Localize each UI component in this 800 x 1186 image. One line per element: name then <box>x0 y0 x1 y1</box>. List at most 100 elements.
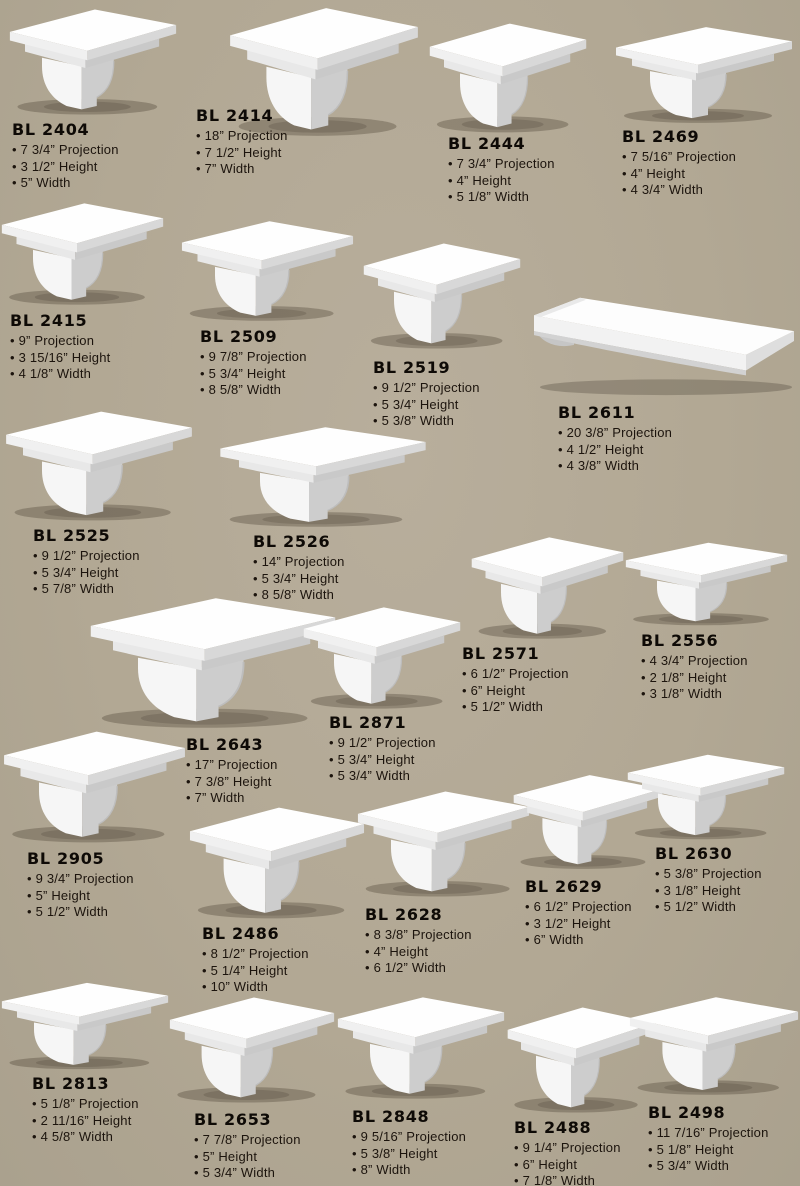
spec-line: 8 3/8” Projection <box>365 927 550 944</box>
spec-line: 5 3/4” Height <box>200 366 385 383</box>
product-specs: 7 5/16” Projection4” Height4 3/4” Width <box>622 149 800 199</box>
product-label: BL 26296 1/2” Projection3 1/2” Height6” … <box>525 877 710 949</box>
product-specs: 9 1/2” Projection5 3/4” Height5 7/8” Wid… <box>33 548 218 598</box>
spec-line: 6 1/2” Projection <box>525 899 710 916</box>
spec-line: 5 3/4” Height <box>329 752 514 769</box>
corbel-render-bl-2469 <box>614 24 794 126</box>
product-code: BL 2628 <box>365 905 443 924</box>
product-label: BL 28719 1/2” Projection5 3/4” Height5 3… <box>329 713 514 785</box>
spec-line: 7 3/4” Projection <box>448 156 633 173</box>
spec-line: 5 3/4” Height <box>33 565 218 582</box>
spec-line: 5 1/4” Height <box>202 963 387 980</box>
product-specs: 9 3/4” Projection5” Height5 1/2” Width <box>27 871 212 921</box>
spec-line: 5 3/4” Width <box>194 1165 379 1182</box>
product-code: BL 2653 <box>194 1110 272 1129</box>
corbel-render-bl-2630 <box>626 752 786 842</box>
product-code: BL 2525 <box>33 526 111 545</box>
product-code: BL 2526 <box>253 532 331 551</box>
spec-line: 5” Height <box>27 888 212 905</box>
product-label: BL 2469 7 5/16” Projection4” Height4 3/4”… <box>622 127 800 199</box>
spec-line: 9” Projection <box>10 333 195 350</box>
spec-line: 9 7/8” Projection <box>200 349 385 366</box>
product-specs: 9 1/2” Projection5 3/4” Height5 3/4” Wid… <box>329 735 514 785</box>
product-code: BL 2444 <box>448 134 526 153</box>
product-code: BL 2643 <box>186 735 264 754</box>
corbel-render-bl-2519 <box>362 240 522 352</box>
product-label: BL 241418” Projection7 1/2” Height7” Wid… <box>196 106 381 178</box>
spec-line: 7 3/8” Height <box>186 774 371 791</box>
spec-line: 5 3/4” Width <box>329 768 514 785</box>
corbel-render-bl-2556 <box>624 540 789 628</box>
corbel-render-bl-2871 <box>302 604 462 712</box>
spec-line: 7 5/16” Projection <box>622 149 800 166</box>
corbel-render-bl-2848 <box>336 994 506 1102</box>
spec-line: 5 1/8” Projection <box>32 1096 217 1113</box>
spec-line: 9 1/2” Projection <box>33 548 218 565</box>
corbel-render-bl-2628 <box>356 788 531 900</box>
spec-line: 4” Height <box>448 173 633 190</box>
spec-line: 9 5/16” Projection <box>352 1129 537 1146</box>
product-label: BL 252614” Projection5 3/4” Height8 5/8”… <box>253 532 438 604</box>
product-specs: 17” Projection7 3/8” Height7” Width <box>186 757 371 807</box>
spec-line: 14” Projection <box>253 554 438 571</box>
product-specs: 7 3/4” Projection3 1/2” Height5” Width <box>12 142 197 192</box>
product-label: BL 261120 3/8” Projection4 1/2” Height4 … <box>558 403 743 475</box>
product-specs: 9 1/4” Projection6” Height7 1/8” Width <box>514 1140 699 1186</box>
corbel-render-bl-2415 <box>0 200 165 308</box>
product-specs: 7 3/4” Projection4” Height5 1/8” Width <box>448 156 633 206</box>
product-label: BL 2628 8 3/8” Projection4” Height6 1/2” … <box>365 905 550 977</box>
spec-line: 11 7/16” Projection <box>648 1125 800 1142</box>
product-code: BL 2469 <box>622 127 700 146</box>
corbel-render-bl-2571 <box>470 534 625 642</box>
spec-line: 5” Height <box>194 1149 379 1166</box>
product-label: BL 2525 9 1/2” Projection5 3/4” Height5 7… <box>33 526 218 598</box>
spec-line: 7 1/2” Height <box>196 145 381 162</box>
spec-line: 4 3/4” Projection <box>641 653 800 670</box>
spec-line: 5 3/8” Height <box>352 1146 537 1163</box>
product-code: BL 2414 <box>196 106 274 125</box>
spec-line: 8 1/2” Projection <box>202 946 387 963</box>
product-label: BL 24159” Projection3 15/16” Height4 1/8… <box>10 311 195 383</box>
product-code: BL 2611 <box>558 403 636 422</box>
product-label: BL 24868 1/2” Projection5 1/4” Height10”… <box>202 924 387 996</box>
product-code: BL 2486 <box>202 924 280 943</box>
product-code: BL 2498 <box>648 1103 726 1122</box>
spec-line: 9 1/2” Projection <box>373 380 558 397</box>
spec-line: 8 5/8” Width <box>200 382 385 399</box>
product-specs: 8 3/8” Projection4” Height6 1/2” Width <box>365 927 550 977</box>
product-code: BL 2813 <box>32 1074 110 1093</box>
product-code: BL 2519 <box>373 358 451 377</box>
spec-line: 2 11/16” Height <box>32 1113 217 1130</box>
spec-line: 3 1/2” Height <box>525 916 710 933</box>
spec-line: 6 1/2” Width <box>365 960 550 977</box>
corbel-render-bl-2629 <box>512 772 664 872</box>
corbel-render-bl-2525 <box>4 408 194 524</box>
corbel-render-bl-2486 <box>188 804 366 922</box>
product-label: BL 2488 9 1/4” Projection6” Height7 1/8” … <box>514 1118 699 1186</box>
corbel-render-bl-2526 <box>218 424 428 530</box>
product-specs: 7 7/8” Projection5” Height5 3/4” Width <box>194 1132 379 1182</box>
product-code: BL 2630 <box>655 844 733 863</box>
product-specs: 9 1/2” Projection5 3/4” Height5 3/8” Wid… <box>373 380 558 430</box>
corbel-render-bl-2653 <box>168 994 336 1106</box>
product-code: BL 2488 <box>514 1118 592 1137</box>
product-label: BL 25716 1/2” Projection6” Height5 1/2” … <box>462 644 647 716</box>
spec-line: 5 1/8” Width <box>448 189 633 206</box>
product-code: BL 2848 <box>352 1107 430 1126</box>
spec-line: 4 1/8” Width <box>10 366 195 383</box>
corbel-render-bl-2905 <box>2 728 187 846</box>
product-code: BL 2509 <box>200 327 278 346</box>
spec-line: 9 1/4” Projection <box>514 1140 699 1157</box>
product-specs: 9” Projection3 15/16” Height4 1/8” Width <box>10 333 195 383</box>
spec-line: 5 3/4” Height <box>373 397 558 414</box>
spec-line: 8 5/8” Width <box>253 587 438 604</box>
spec-line: 5 1/2” Width <box>27 904 212 921</box>
spec-line: 6” Width <box>525 932 710 949</box>
spec-line: 5 3/8” Projection <box>655 866 800 883</box>
spec-line: 9 1/2” Projection <box>329 735 514 752</box>
spec-line: 5 3/4” Width <box>648 1158 800 1175</box>
product-specs: 6 1/2” Projection6” Height5 1/2” Width <box>462 666 647 716</box>
product-code: BL 2905 <box>27 849 105 868</box>
product-label: BL 2519 9 1/2” Projection5 3/4” Height5 3… <box>373 358 558 430</box>
spec-line: 20 3/8” Projection <box>558 425 743 442</box>
